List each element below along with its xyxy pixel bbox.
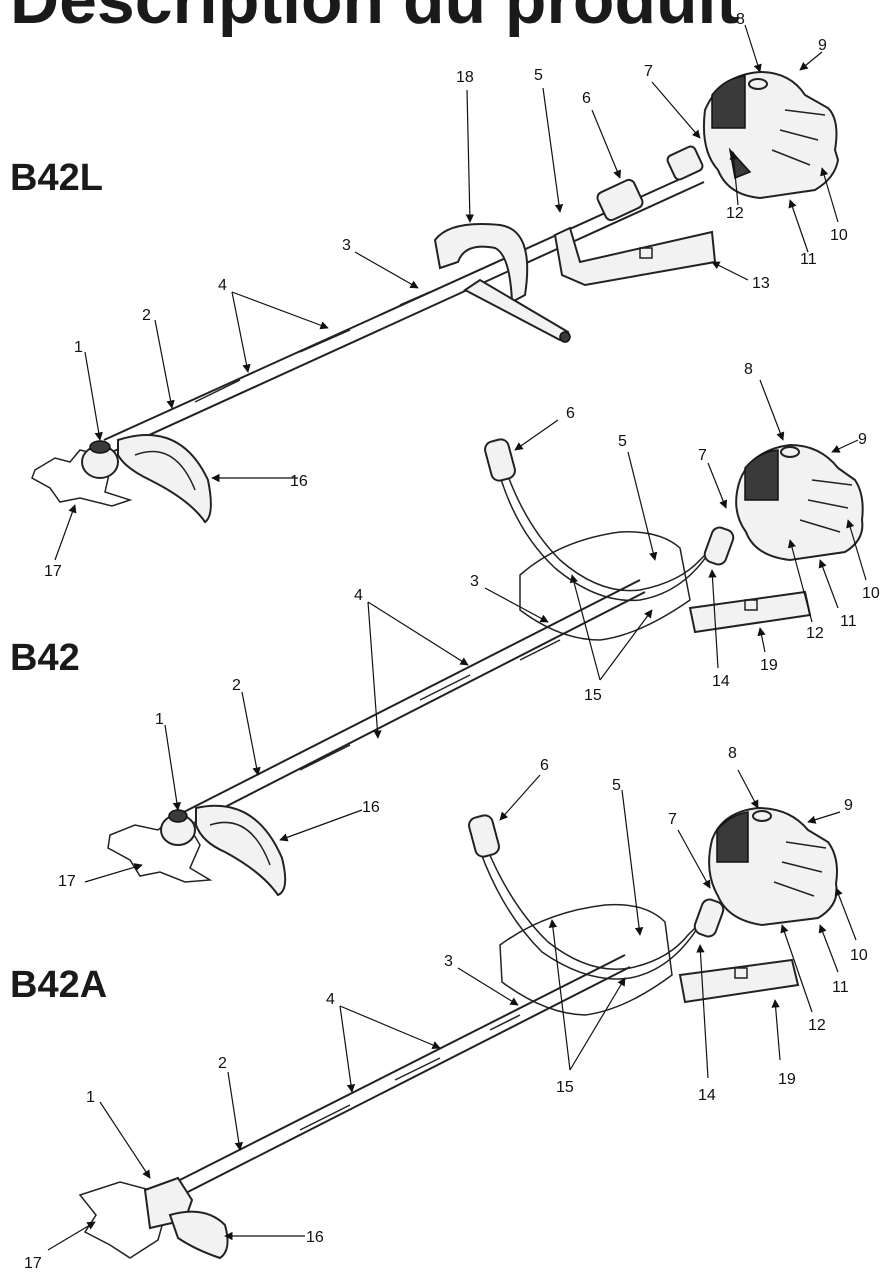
model-label-b42: B42: [10, 637, 80, 679]
callout-3-b42l: 3: [342, 237, 351, 254]
brushcutter-b42a: [78, 806, 838, 1260]
handlebar-b42a: [479, 829, 709, 970]
callout-9-b42a: 9: [844, 797, 853, 814]
callout-8-b42a: 8: [728, 745, 737, 762]
callout-18-b42l: 18: [456, 69, 474, 86]
throttle-grip-b42l: [596, 178, 644, 222]
callout-3-b42: 3: [470, 573, 479, 590]
back-plate-b42: [519, 531, 691, 641]
callout-15-b42: 15: [584, 687, 602, 704]
callout-12-b42l: 12: [726, 205, 744, 222]
callout-labels-b42l: 1 2 3 4 5 6 7 8 9 10 11 12 13 16 17 18: [44, 11, 848, 580]
callout-14-b42: 14: [712, 673, 730, 690]
shaft-b42: [177, 579, 646, 829]
callout-6-b42a: 6: [540, 757, 549, 774]
callouts-b42: [84, 379, 867, 883]
callout-17-b42: 17: [58, 873, 76, 890]
loop-handle-b42l: [433, 223, 529, 304]
callout-7-b42: 7: [698, 447, 707, 464]
callout-10-b42a: 10: [850, 947, 868, 964]
callout-5-b42l: 5: [534, 67, 543, 84]
shaft-b42a: [169, 954, 631, 1199]
callouts-b42l: [54, 24, 839, 561]
callout-10-b42: 10: [862, 585, 880, 602]
callout-2-b42a: 2: [218, 1055, 227, 1072]
callout-11-b42a: 11: [832, 979, 849, 996]
callout-9-b42l: 9: [818, 37, 827, 54]
model-label-b42a: B42A: [10, 964, 108, 1006]
callout-9-b42: 9: [858, 431, 867, 448]
callout-2-b42: 2: [232, 677, 241, 694]
callout-17-b42a: 17: [24, 1255, 42, 1272]
callout-14-b42a: 14: [698, 1087, 716, 1104]
callout-6-b42l: 6: [582, 90, 591, 107]
callout-11-b42: 11: [840, 613, 857, 630]
back-plate-b42a: [499, 903, 673, 1016]
callout-7-b42l: 7: [644, 63, 653, 80]
guard-b42: [195, 804, 287, 897]
callout-labels-b42a: 1 2 3 4 5 6 7 8 9 10 11 12 14 15 16 17 1…: [24, 745, 868, 1272]
callout-4-b42l: 4: [218, 277, 227, 294]
callout-1-b42a: 1: [86, 1089, 95, 1106]
callout-19-b42: 19: [760, 657, 778, 674]
callout-8-b42: 8: [744, 361, 753, 378]
callout-13-b42l: 13: [752, 275, 770, 292]
callout-5-b42: 5: [618, 433, 627, 450]
callout-7-b42a: 7: [668, 811, 677, 828]
callout-11-b42l: 11: [800, 251, 817, 268]
callout-19-b42a: 19: [778, 1071, 796, 1088]
callouts-b42a: [47, 769, 857, 1251]
brushcutter-b42: [107, 438, 864, 897]
debris-shape-b42: [107, 819, 213, 883]
guard-b42l: [117, 434, 212, 524]
shoulder-strap-b42: [688, 590, 812, 634]
brushcutter-b42l: [31, 70, 840, 524]
callout-3-b42a: 3: [444, 953, 453, 970]
model-label-b42l: B42L: [10, 157, 103, 199]
callout-4-b42a: 4: [326, 991, 335, 1008]
callout-labels-b42: 1 2 3 4 5 6 7 8 9 10 11 12 14 15 16 17 1…: [58, 361, 880, 890]
callout-17-b42l: 17: [44, 563, 62, 580]
handlebar-b42: [499, 451, 721, 592]
debris-shape-b42l: [31, 449, 133, 507]
callout-12-b42: 12: [806, 625, 824, 642]
callout-15-b42a: 15: [556, 1079, 574, 1096]
callout-8-b42l: 8: [736, 11, 745, 28]
callout-10-b42l: 10: [830, 227, 848, 244]
shoulder-strap-b42a: [678, 958, 800, 1004]
callout-16-b42a: 16: [306, 1229, 324, 1246]
callout-4-b42: 4: [354, 587, 363, 604]
shoulder-strap-b42l: [553, 226, 717, 287]
callout-2-b42l: 2: [142, 307, 151, 324]
callout-12-b42a: 12: [808, 1017, 826, 1034]
callout-1-b42l: 1: [74, 339, 83, 356]
guard-b42a: [168, 1210, 229, 1260]
callout-6-b42: 6: [566, 405, 575, 422]
callout-5-b42a: 5: [612, 777, 621, 794]
callout-1-b42: 1: [155, 711, 164, 728]
page-title: Description du produit: [10, 0, 740, 38]
callout-16-b42: 16: [362, 799, 380, 816]
shaft-b42l: [103, 169, 705, 453]
callout-16-b42l: 16: [290, 473, 308, 490]
